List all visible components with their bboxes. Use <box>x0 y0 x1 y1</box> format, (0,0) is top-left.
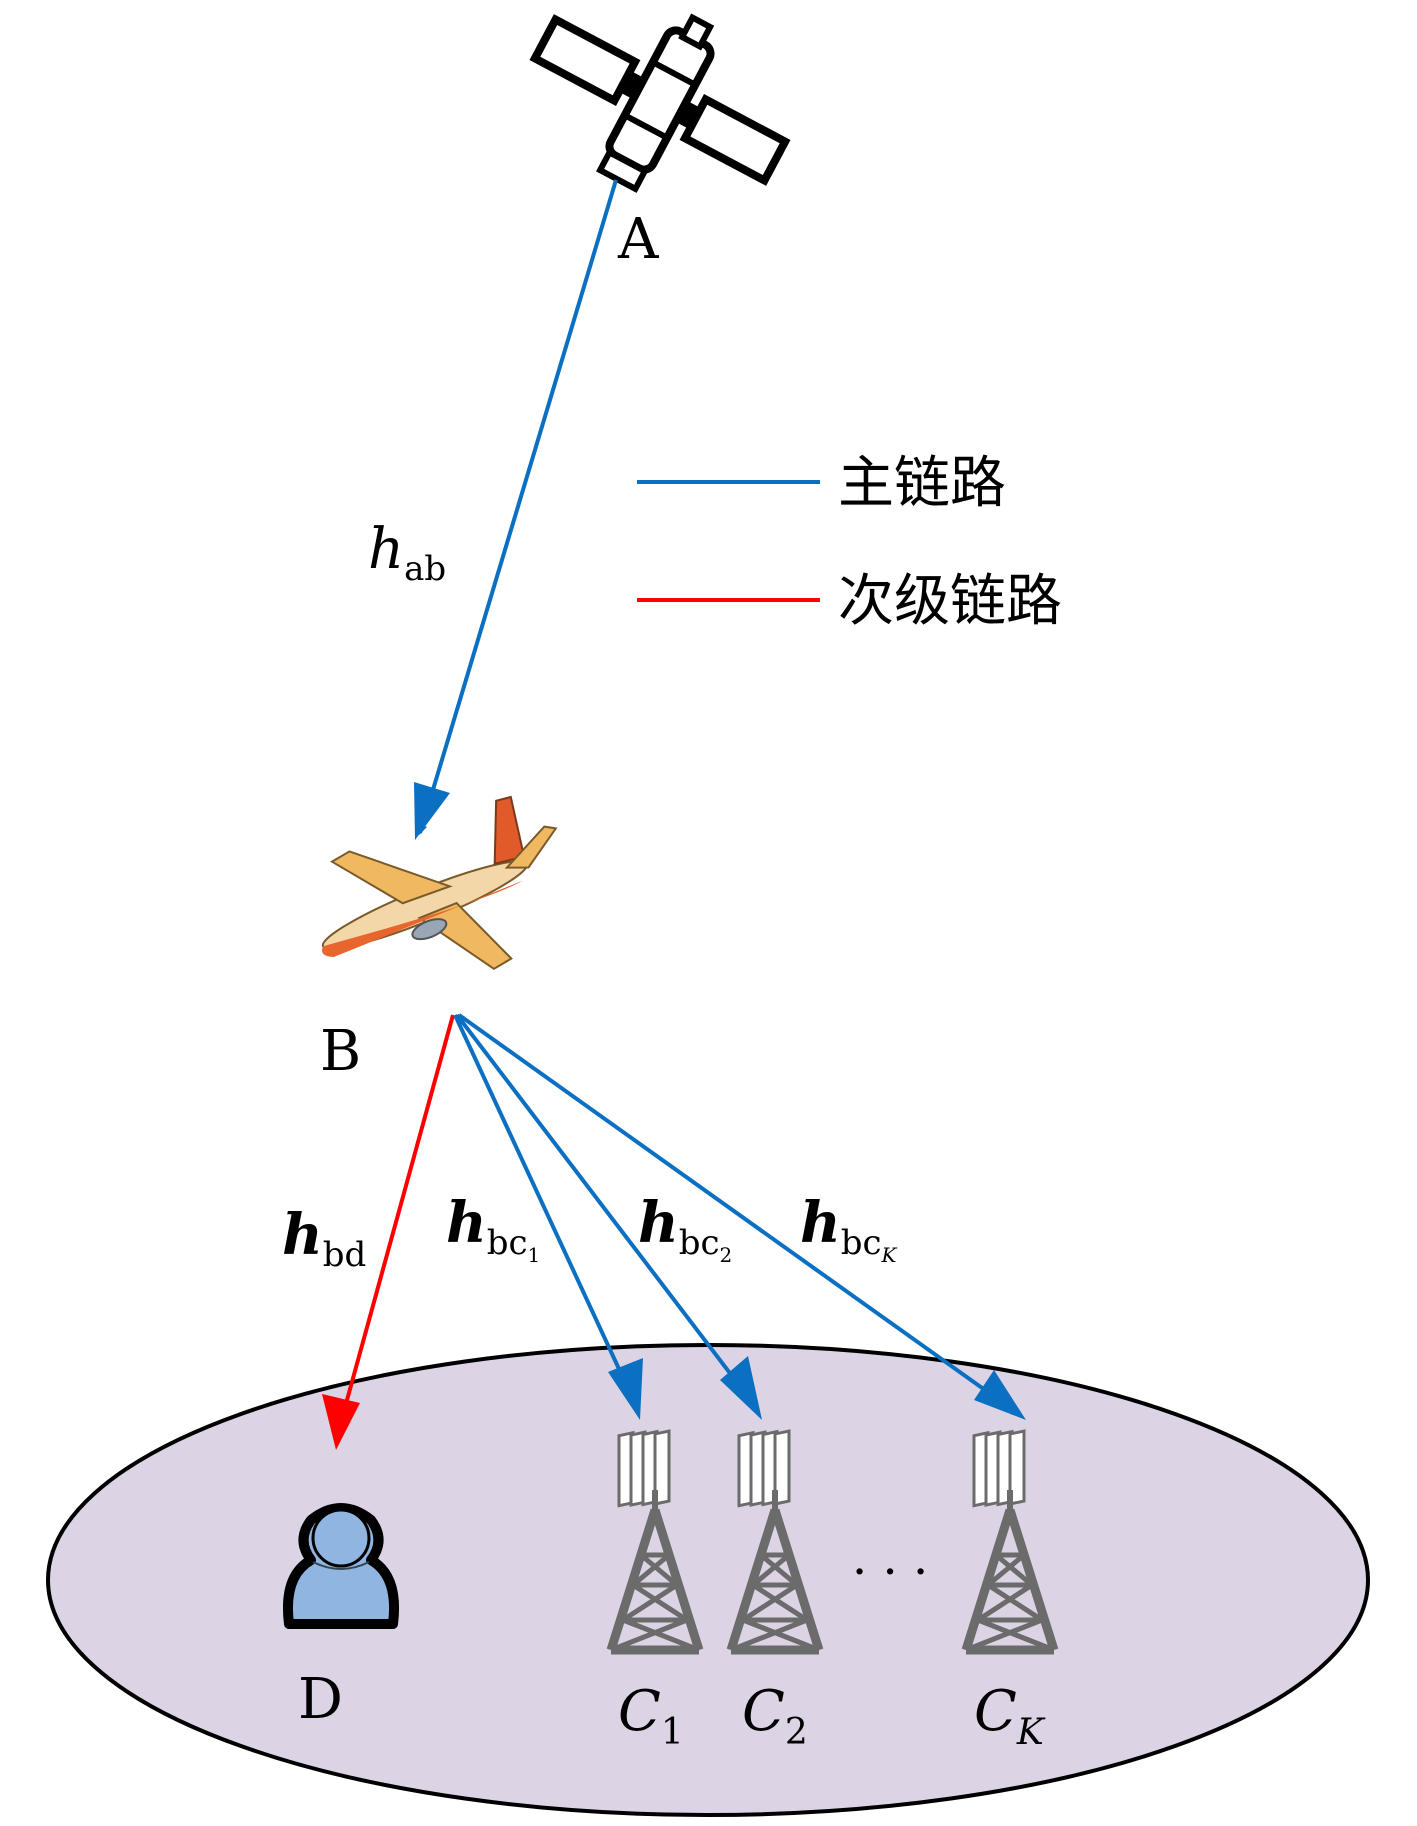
tower-icon <box>606 1429 704 1655</box>
ground-region <box>46 1343 1370 1817</box>
arrowhead-bc1 <box>608 1358 643 1420</box>
node-b-label: B <box>320 1019 361 1084</box>
airplane-icon <box>321 795 558 971</box>
node-c2-label: C2 <box>742 1679 808 1753</box>
link-ab-label: hab <box>368 517 446 589</box>
satellite-icon <box>529 13 791 193</box>
link-bck-label: hbcK <box>800 1190 898 1267</box>
legend-primary-label: 主链路 <box>838 451 1006 516</box>
arrowhead-bd <box>322 1394 360 1450</box>
link-bd-label: hbd <box>282 1202 366 1275</box>
arrowhead-ab <box>414 782 450 840</box>
link-bc2-label: hbc2 <box>638 1190 732 1267</box>
link-ab <box>417 179 618 835</box>
node-d-label: D <box>298 1667 343 1732</box>
link-bck <box>457 1013 1022 1417</box>
legend-secondary-label: 次级链路 <box>838 569 1062 634</box>
arrowhead-bc2 <box>720 1356 762 1420</box>
link-bc1 <box>453 1014 640 1412</box>
node-ck-label: CK <box>974 1679 1046 1753</box>
user-icon <box>283 1503 399 1629</box>
tower-icon <box>726 1429 824 1655</box>
link-bc1-label: hbc1 <box>446 1190 540 1267</box>
towers-ellipsis: · · · <box>852 1544 928 1600</box>
link-bc2 <box>455 1013 760 1412</box>
arrowhead-bck <box>974 1370 1026 1420</box>
node-a-label: A <box>617 207 659 272</box>
link-bd <box>333 1014 455 1442</box>
node-c1-label: C1 <box>618 1679 684 1753</box>
tower-icon <box>961 1429 1059 1655</box>
